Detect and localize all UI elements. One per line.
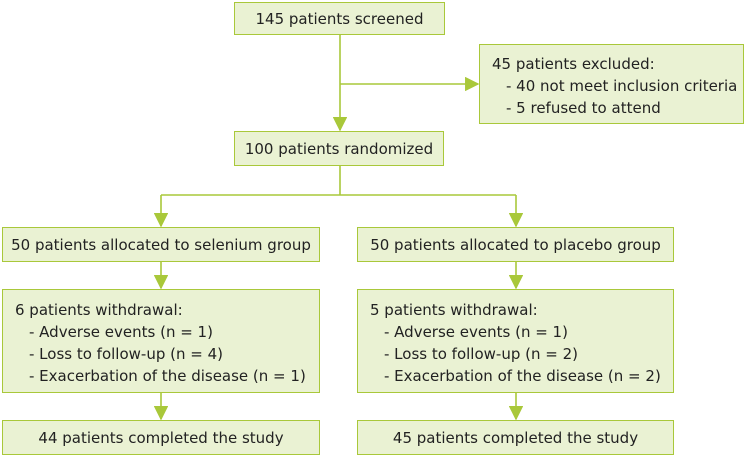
withdrawal-item: - Exacerbation of the disease (n = 2) xyxy=(384,367,661,385)
withdrawal-item: - Adverse events (n = 1) xyxy=(29,323,213,341)
randomized-label: 100 patients randomized xyxy=(244,139,434,158)
screened-box: 145 patients screened xyxy=(234,2,445,35)
placebo-withdrawal-title: 5 patients withdrawal: xyxy=(370,301,538,319)
placebo-allocated-label: 50 patients allocated to placebo group xyxy=(370,235,661,254)
excluded-title: 45 patients excluded: xyxy=(492,55,655,73)
withdrawal-item: - Exacerbation of the disease (n = 1) xyxy=(29,367,306,385)
selenium-allocated-label: 50 patients allocated to selenium group xyxy=(11,235,311,254)
placebo-allocated-box: 50 patients allocated to placebo group xyxy=(357,227,674,262)
selenium-allocated-box: 50 patients allocated to selenium group xyxy=(2,227,320,262)
excluded-item: - 40 not meet inclusion criteria xyxy=(506,77,738,95)
selenium-withdrawal-box: 6 patients withdrawal: - Adverse events … xyxy=(2,289,320,393)
selenium-completed-label: 44 patients completed the study xyxy=(38,428,284,447)
excluded-box: 45 patients excluded: - 40 not meet incl… xyxy=(479,44,744,124)
withdrawal-item: - Loss to follow-up (n = 2) xyxy=(384,345,578,363)
excluded-item: - 5 refused to attend xyxy=(506,99,661,117)
selenium-withdrawal-title: 6 patients withdrawal: xyxy=(15,301,183,319)
randomized-box: 100 patients randomized xyxy=(234,131,444,166)
placebo-withdrawal-box: 5 patients withdrawal: - Adverse events … xyxy=(357,289,674,393)
placebo-completed-label: 45 patients completed the study xyxy=(392,428,639,447)
withdrawal-item: - Loss to follow-up (n = 4) xyxy=(29,345,223,363)
placebo-completed-box: 45 patients completed the study xyxy=(357,420,674,455)
withdrawal-item: - Adverse events (n = 1) xyxy=(384,323,568,341)
selenium-completed-box: 44 patients completed the study xyxy=(2,420,320,455)
screened-label: 145 patients screened xyxy=(255,9,424,28)
